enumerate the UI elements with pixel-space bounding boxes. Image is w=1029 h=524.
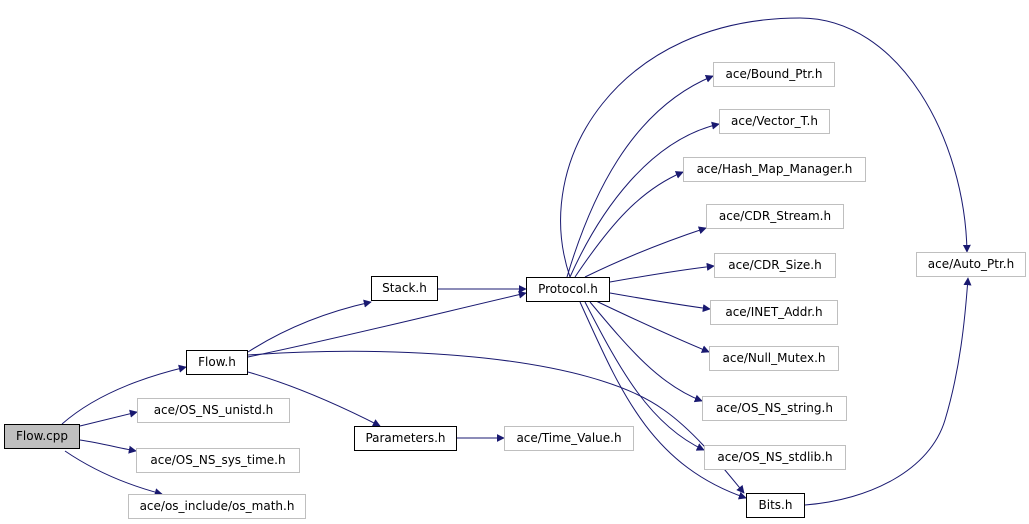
node-bound-ptr[interactable]: ace/Bound_Ptr.h — [713, 62, 835, 87]
node-inet-addr[interactable]: ace/INET_Addr.h — [710, 300, 838, 325]
node-flow-h[interactable]: Flow.h — [186, 350, 248, 375]
edge-flowh-protocol — [247, 290, 527, 358]
edge-flowcpp-flowh — [61, 364, 187, 425]
node-os-ns-stdlib[interactable]: ace/OS_NS_stdlib.h — [704, 445, 846, 470]
edge-flowcpp-unistd — [79, 409, 138, 427]
edge-protocol-cdrstream — [584, 226, 707, 278]
node-cdr-stream[interactable]: ace/CDR_Stream.h — [706, 204, 844, 229]
edge-protocol-inetaddr — [609, 292, 711, 313]
node-time-value[interactable]: ace/Time_Value.h — [504, 426, 634, 451]
edge-protocol-cdrsize — [609, 262, 715, 283]
edge-protocol-autoptr — [560, 17, 971, 278]
edge-flowcpp-osmath — [64, 450, 163, 497]
node-os-ns-unistd[interactable]: ace/OS_NS_unistd.h — [137, 398, 290, 423]
node-protocol-h[interactable]: Protocol.h — [526, 277, 610, 302]
node-parameters-h[interactable]: Parameters.h — [354, 426, 457, 451]
edge-protocol-boundptr — [566, 75, 714, 278]
node-stack-h[interactable]: Stack.h — [371, 276, 438, 301]
edge-protocol-nullmutex — [595, 300, 710, 353]
edge-protocol-bits — [579, 301, 747, 500]
edge-flowh-bits — [247, 350, 745, 494]
edge-protocol-osstring — [589, 301, 703, 403]
node-null-mutex[interactable]: ace/Null_Mutex.h — [709, 346, 839, 371]
node-hash-map-manager[interactable]: ace/Hash_Map_Manager.h — [683, 157, 866, 182]
edge-protocol-vectort — [569, 121, 720, 278]
edge-protocol-hashmap — [574, 171, 684, 278]
edge-flowh-parameters — [247, 371, 381, 427]
node-flow-cpp[interactable]: Flow.cpp — [4, 424, 80, 449]
edge-bits-autoptr — [804, 277, 972, 506]
node-vector-t[interactable]: ace/Vector_T.h — [719, 109, 830, 134]
edge-flowcpp-systime — [79, 439, 137, 454]
node-os-math[interactable]: ace/os_include/os_math.h — [128, 494, 306, 519]
edge-flowh-stack — [247, 299, 372, 353]
edge-protocol-osstdlib — [584, 301, 705, 451]
node-cdr-size[interactable]: ace/CDR_Size.h — [714, 253, 836, 278]
node-bits-h[interactable]: Bits.h — [746, 493, 805, 518]
node-auto-ptr[interactable]: ace/Auto_Ptr.h — [916, 252, 1026, 277]
node-os-ns-string[interactable]: ace/OS_NS_string.h — [702, 396, 847, 421]
node-os-ns-sys-time[interactable]: ace/OS_NS_sys_time.h — [136, 448, 300, 473]
